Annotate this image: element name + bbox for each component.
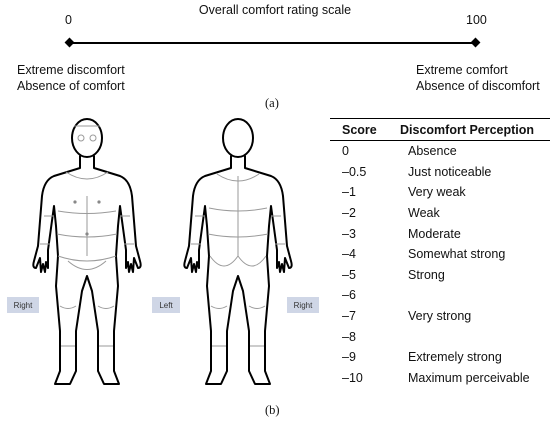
row-perception: Strong (408, 267, 445, 282)
row-perception: Very strong (408, 309, 472, 324)
scale-min-label: 0 (65, 13, 72, 27)
table-row: –7 Very strong (330, 306, 550, 327)
table-body: 0 Absence –0.5 Just noticeable –1 Very weak… (330, 141, 550, 388)
table-row: –4 Somewhat strong (330, 244, 550, 265)
row-score: –5 (342, 267, 356, 282)
discomfort-table: Score Discomfort Perception 0 Absence –0.… (330, 118, 550, 388)
table-top-rule (330, 118, 550, 119)
table-row: –2 Weak (330, 203, 550, 224)
row-score: 0 (342, 144, 349, 159)
right-anchor-line2: Absence of discomfort (416, 79, 540, 93)
left-anchor-label: Extreme discomfort Absence of comfort (17, 62, 125, 94)
scale-min-marker (64, 37, 75, 48)
row-score: –10 (342, 370, 363, 385)
table-header-row: Score Discomfort Perception (330, 119, 550, 140)
right-anchor-label: Extreme comfort Absence of discomfort (416, 62, 540, 94)
table-row: –1 Very weak (330, 182, 550, 203)
caption-a: (a) (265, 96, 279, 110)
row-perception: Very weak (408, 185, 466, 200)
row-perception: Extremely strong (408, 350, 502, 365)
back-left-side-tag: Left (152, 297, 180, 313)
row-score: –8 (342, 329, 356, 344)
table-row: –10 Maximum perceivable (330, 368, 550, 389)
back-segments (191, 173, 285, 347)
table-row: –6 (330, 285, 550, 306)
table-row: –0.5 Just noticeable (330, 162, 550, 183)
row-perception: Somewhat strong (408, 247, 506, 262)
header-perception: Discomfort Perception (400, 122, 535, 137)
scale-max-marker (470, 37, 481, 48)
table-row: –9 Extremely strong (330, 347, 550, 368)
row-score: –0.5 (342, 164, 367, 179)
table-row: –3 Moderate (330, 223, 550, 244)
left-anchor-line1: Extreme discomfort (17, 63, 125, 77)
body-front-figure (32, 118, 142, 385)
front-segments (40, 125, 134, 347)
row-score: –4 (342, 247, 356, 262)
caption-b: (b) (265, 403, 280, 417)
front-right-side-tag: Right (7, 297, 39, 313)
back-right-side-tag: Right (287, 297, 319, 313)
right-anchor-line1: Extreme comfort (416, 63, 508, 77)
row-score: –3 (342, 226, 356, 241)
scale-line (70, 42, 476, 44)
row-score: –7 (342, 309, 356, 324)
left-anchor-line2: Absence of comfort (17, 79, 125, 93)
row-score: –6 (342, 288, 356, 303)
row-perception: Maximum perceivable (408, 370, 530, 385)
table-header-rule (330, 140, 550, 141)
scale-title: Overall comfort rating scale (198, 3, 352, 17)
table-row: 0 Absence (330, 141, 550, 162)
row-perception: Just noticeable (408, 164, 492, 179)
header-score: Score (342, 122, 377, 137)
table-row: –8 (330, 326, 550, 347)
body-back-figure (183, 118, 293, 385)
back-outline (183, 118, 293, 385)
row-score: –1 (342, 185, 356, 200)
scale-max-label: 100 (466, 13, 487, 27)
row-perception: Absence (408, 144, 457, 159)
table-row: –5 Strong (330, 265, 550, 286)
row-perception: Moderate (408, 226, 461, 241)
front-outline (32, 118, 142, 385)
row-score: –9 (342, 350, 356, 365)
row-score: –2 (342, 206, 356, 221)
row-perception: Weak (408, 206, 440, 221)
